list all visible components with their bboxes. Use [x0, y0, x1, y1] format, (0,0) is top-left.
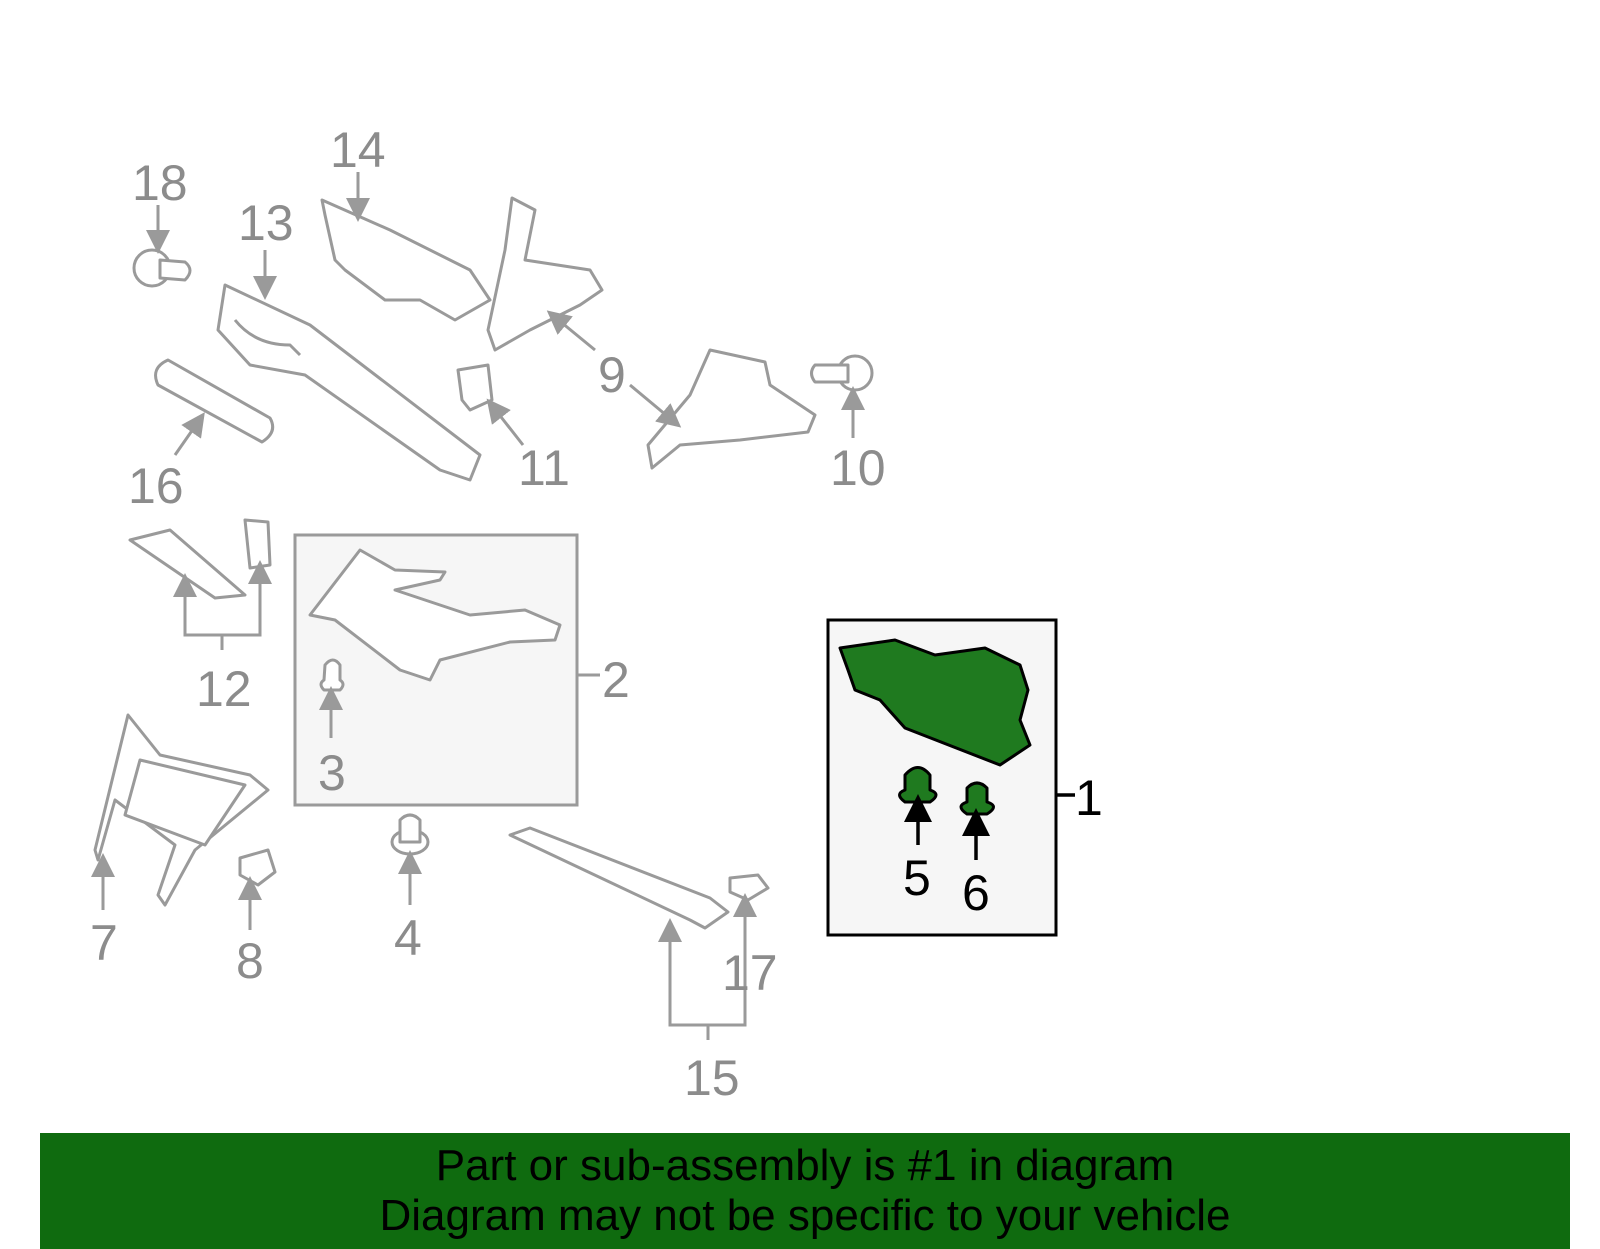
part-1-duct	[838, 638, 1032, 767]
label-4: 4	[394, 910, 422, 966]
part-6-clip[interactable]	[959, 781, 995, 816]
part-2-assembly[interactable]: 3 2	[293, 533, 630, 807]
part-15-trim[interactable]: 15	[508, 826, 747, 1106]
label-13: 13	[238, 195, 294, 251]
part-18-clip[interactable]: 18	[132, 155, 192, 288]
part-14-duct[interactable]: 14	[320, 122, 492, 322]
banner-line-2: Diagram may not be specific to your vehi…	[379, 1191, 1231, 1240]
arrow-11	[486, 398, 525, 446]
label-15: 15	[684, 1050, 740, 1106]
part-12-trim[interactable]: 12	[128, 518, 272, 717]
arrow-9b	[629, 383, 682, 428]
part-9-bracket[interactable]: 9	[486, 196, 817, 470]
label-5: 5	[903, 850, 931, 906]
label-10: 10	[830, 440, 886, 496]
label-3: 3	[318, 745, 346, 801]
part-8-clip[interactable]: 8	[236, 848, 277, 989]
label-7: 7	[90, 915, 118, 971]
part-11-plate[interactable]: 11	[456, 363, 570, 496]
part-1-assembly[interactable]: 5 6 1	[826, 618, 1103, 937]
part-7-bezel[interactable]: 7	[90, 713, 270, 971]
part-5-clip[interactable]	[898, 766, 938, 804]
label-17: 17	[722, 945, 778, 1001]
label-1: 1	[1075, 770, 1103, 826]
label-14: 14	[330, 122, 386, 178]
label-2: 2	[602, 652, 630, 708]
part-10-clip[interactable]: 10	[810, 354, 886, 496]
part-16-cover[interactable]: 16	[128, 358, 275, 514]
banner-line-1: Part or sub-assembly is #1 in diagram	[435, 1141, 1175, 1190]
label-6: 6	[962, 865, 990, 921]
label-18: 18	[132, 155, 188, 211]
label-8: 8	[236, 933, 264, 989]
label-11: 11	[518, 440, 570, 496]
label-12: 12	[196, 661, 252, 717]
part-13-panel[interactable]: 13	[216, 195, 482, 482]
label-9: 9	[598, 347, 626, 403]
info-banner: Part or sub-assembly is #1 in diagram Di…	[40, 1133, 1570, 1249]
label-16: 16	[128, 458, 184, 514]
arrow-16	[173, 412, 205, 456]
part-4-fastener[interactable]: 4	[390, 813, 430, 966]
arrow-9a	[546, 310, 596, 352]
part-17-clip[interactable]: 17	[722, 873, 778, 1001]
